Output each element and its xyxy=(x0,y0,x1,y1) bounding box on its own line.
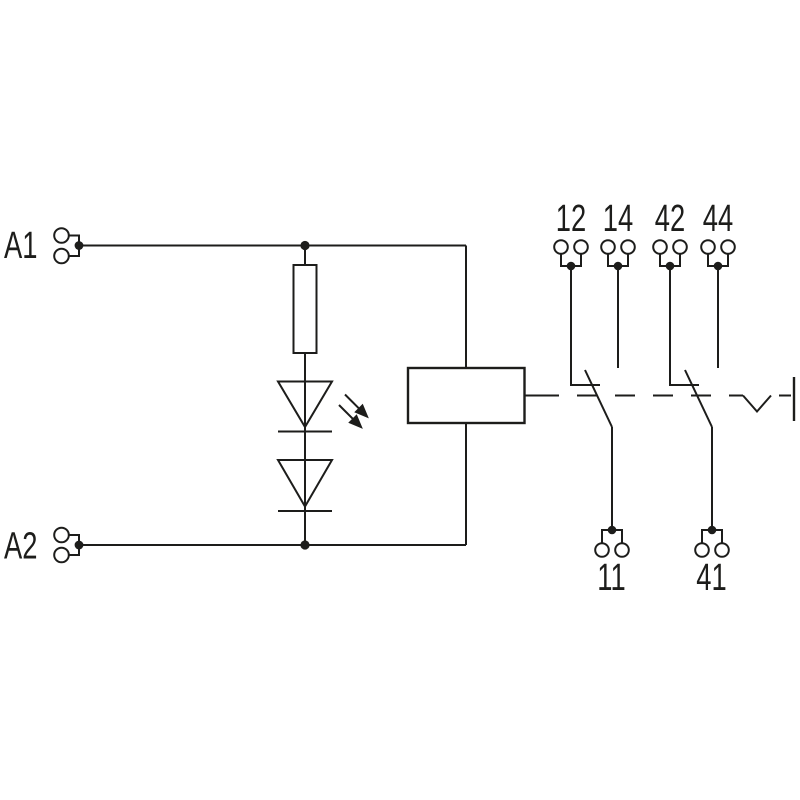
terminal-42-clamp-icon xyxy=(652,239,668,255)
junction-dot xyxy=(607,525,617,535)
led-arrow-head xyxy=(354,403,369,419)
label-41: 41 xyxy=(696,557,726,599)
terminal-11-clamp-icon xyxy=(594,542,610,558)
nc-contact-wire-42 xyxy=(669,266,699,386)
junction-dot xyxy=(613,261,623,271)
junction-dot xyxy=(665,261,675,271)
contact-lever-1-icon xyxy=(584,369,613,428)
led-icon xyxy=(276,380,334,429)
terminal-14-clamp-icon xyxy=(620,239,636,255)
label-44: 44 xyxy=(703,198,733,240)
led-arrow-shaft xyxy=(338,404,354,420)
schematic-lines xyxy=(53,227,796,564)
junction-dot xyxy=(74,241,84,250)
label-a2: A2 xyxy=(4,525,37,567)
led-arrow-shaft xyxy=(344,393,360,410)
terminal-a2-clamp-icon xyxy=(53,546,70,564)
terminal-a2-clamp-icon xyxy=(53,526,70,544)
terminal-42-clamp-icon xyxy=(672,239,688,255)
junction-dot xyxy=(566,261,576,271)
terminal-14-clamp-icon xyxy=(600,239,616,255)
terminal-a1-clamp-icon xyxy=(53,247,70,265)
label-a1: A1 xyxy=(4,225,37,267)
junction-dot xyxy=(74,540,84,550)
actuator-notch-icon xyxy=(742,394,772,414)
led-arrow-head xyxy=(348,414,363,429)
junction-dot xyxy=(300,240,310,251)
label-11: 11 xyxy=(597,557,625,599)
terminal-11-clamp-icon xyxy=(614,542,630,558)
terminal-a1-clamp-icon xyxy=(53,227,70,244)
terminal-44-clamp-icon xyxy=(700,239,716,255)
terminal-12-clamp-icon xyxy=(553,239,569,255)
resistor-icon xyxy=(292,264,318,354)
terminal-44 xyxy=(700,239,736,267)
label-14: 14 xyxy=(603,198,633,240)
nc-contact-wire-12 xyxy=(570,266,600,386)
terminal-41-clamp-icon xyxy=(714,542,730,558)
junction-dot xyxy=(707,525,717,535)
junction-dots xyxy=(74,240,723,550)
junction-dot xyxy=(713,261,723,271)
terminal-12-clamp-icon xyxy=(573,239,589,255)
label-42: 42 xyxy=(655,198,685,240)
contact-lever-2-icon xyxy=(684,369,713,428)
led-emission-arrows-icon xyxy=(338,393,369,429)
label-12: 12 xyxy=(556,198,586,240)
junction-dot xyxy=(300,540,310,550)
terminal-44-clamp-icon xyxy=(720,239,736,255)
relay-coil-icon xyxy=(406,366,526,425)
diode-icon xyxy=(276,459,334,509)
terminal-41-clamp-icon xyxy=(694,542,710,558)
terminal-labels: A1 A2 12 14 42 44 11 41 xyxy=(4,198,733,599)
